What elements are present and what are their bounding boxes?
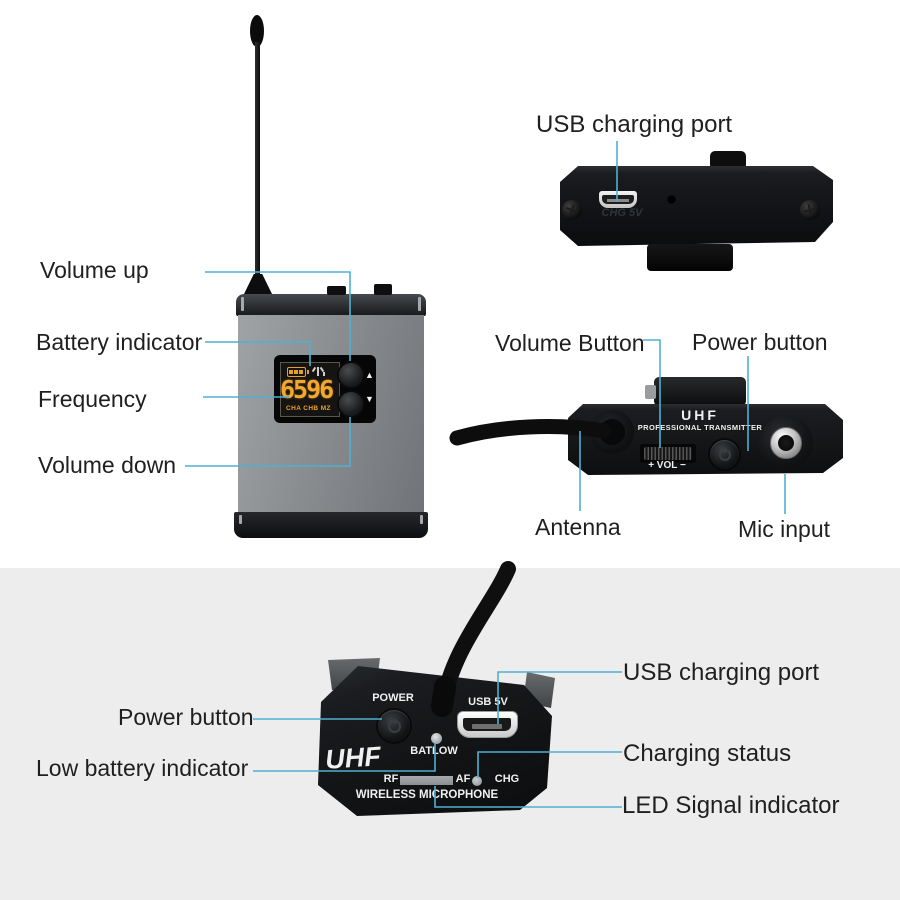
brand-print-front: UHF [324,741,382,775]
screw-right [800,200,820,220]
label-volume-down: Volume down [38,452,177,478]
antenna-base [243,274,273,296]
label-battery-indicator: Battery indicator [36,329,203,355]
beltpack-top-cap [236,294,426,316]
top-connector [374,284,392,295]
rf-level-bar [400,776,453,785]
signal-icon [311,366,326,377]
label-low-battery: Low battery indicator [36,755,249,781]
micro-usb-port-tab [607,199,629,202]
belt-clip [647,244,733,271]
antenna-boot-hole [599,419,625,445]
battery-icon-tip [307,370,309,374]
top-switch [327,286,346,295]
label-antenna: Antenna [535,514,621,540]
subtitle-print: PROFESSIONAL TRANSMITTER [637,423,763,432]
antenna-tip [250,15,264,47]
usb-5v-print: USB 5V [468,696,508,708]
cap-highlight [418,297,421,311]
label-power-button-front: Power button [118,704,254,730]
frequency-readout: 6596 [280,375,334,404]
screw-left [562,200,582,220]
vol-print: + VOL − [648,460,686,471]
chg-5v-print: CHG 5V [601,207,643,219]
power-button-top [710,440,739,469]
up-arrow-icon: ▲ [365,370,374,380]
batlow-print: BATLOW [410,745,458,757]
volume-down-button [339,392,363,416]
volume-up-button [339,363,363,387]
charging-led [472,776,482,786]
power-icon [388,719,401,733]
label-power-button-top: Power button [692,329,828,355]
low-battery-led [431,733,442,744]
channel-readout: CHA CHB MZ [286,405,331,412]
power-icon [719,448,731,461]
label-mic-input: Mic input [738,516,831,542]
chg-print: CHG [494,773,520,785]
label-volume-button: Volume Button [495,330,645,356]
label-usb-charging-port-front: USB charging port [623,659,820,686]
reset-hole [667,195,676,204]
footer-print: WIRELESS MICROPHONE [355,789,499,801]
beltpack-bottom-cap [234,512,428,538]
label-charging-status: Charging status [623,740,792,767]
belt-clip-top [654,377,746,406]
down-arrow-icon: ▼ [365,394,374,404]
volume-wheel [644,447,692,460]
micro-usb-port-front-tab [472,724,502,729]
af-print: AF [455,773,471,785]
cap-highlight [420,515,423,524]
top-knob [710,151,746,167]
mic-jack-hole [778,435,794,451]
battery-icon [287,367,306,377]
rf-print: RF [383,773,399,785]
antenna-rod [255,42,260,294]
cap-highlight [239,515,242,524]
power-button-front [378,710,410,742]
label-usb-charging-port-top: USB charging port [536,111,733,138]
label-frequency: Frequency [38,386,147,412]
power-print: POWER [372,692,414,704]
belt-clip-tip [645,385,656,399]
brand-print: UHF [681,407,719,423]
cap-highlight [241,297,244,311]
label-led-signal: LED Signal indicator [622,792,840,819]
label-volume-up: Volume up [40,257,149,283]
